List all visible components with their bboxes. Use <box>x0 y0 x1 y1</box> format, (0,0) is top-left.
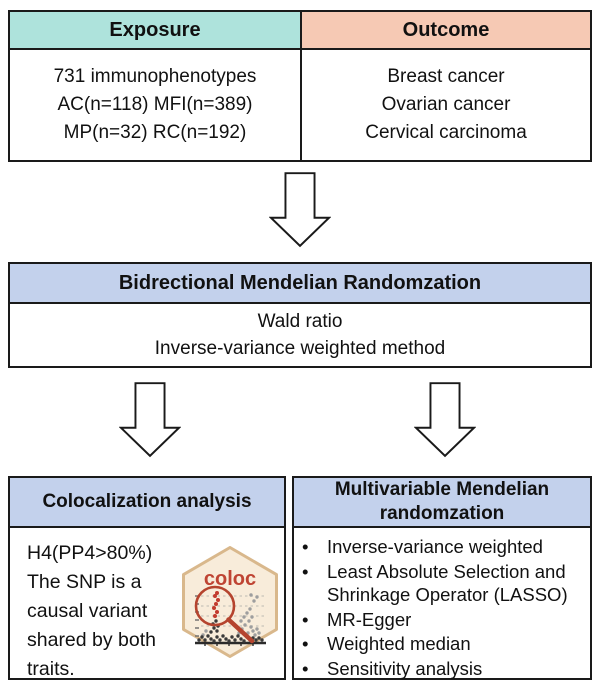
list-item: • Sensitivity analysis <box>302 657 586 681</box>
colocalization-header: Colocalization analysis <box>10 478 284 528</box>
down-arrow-icon <box>414 382 476 458</box>
list-item-label: Least Absolute Selection and Shrinkage O… <box>327 560 568 606</box>
list-item-label: Weighted median <box>327 633 471 654</box>
multivariable-mr-box: Multivariable Mendelian randomzation • I… <box>292 476 592 680</box>
bullet-icon: • <box>302 536 309 557</box>
mr-method-line: Inverse-variance weighted method <box>154 338 446 359</box>
list-item-label: Inverse-variance weighted <box>327 536 543 557</box>
exposure-content: 731 immunophenotypes AC(n=118) MFI(n=389… <box>10 50 300 160</box>
bidirectional-mr-box: Bidrectional Mendelian Randomzation Wald… <box>8 262 592 368</box>
outcome-line: Cervical carcinoma <box>365 122 527 143</box>
list-item: • Inverse-variance weighted <box>302 535 586 559</box>
down-arrow-icon <box>119 382 181 458</box>
outcome-line: Breast cancer <box>387 66 505 87</box>
bullet-icon: • <box>302 608 309 630</box>
mr-method-line: Wald ratio <box>257 311 343 332</box>
down-arrow-icon <box>269 172 331 248</box>
list-item: • MR-Egger <box>302 608 586 632</box>
list-item-label: MR-Egger <box>327 608 412 630</box>
bidirectional-mr-content: Wald ratio Inverse-variance weighted met… <box>10 304 590 366</box>
multivariable-mr-list: • Inverse-variance weighted • Least Abso… <box>294 528 590 681</box>
colocalization-content: H4(PP4>80%) The SNP is a causal variant … <box>10 528 284 680</box>
multivariable-mr-header: Multivariable Mendelian randomzation <box>294 478 590 528</box>
bullet-icon: • <box>302 560 309 582</box>
exposure-column: Exposure 731 immunophenotypes AC(n=118) … <box>10 12 300 160</box>
colocalization-box: Colocalization analysis H4(PP4>80%) The … <box>8 476 286 680</box>
list-item: • Weighted median <box>302 632 586 656</box>
exposure-header: Exposure <box>10 12 300 50</box>
outcome-column: Outcome Breast cancer Ovarian cancer Cer… <box>300 12 590 160</box>
bidirectional-mr-header: Bidrectional Mendelian Randomzation <box>10 264 590 304</box>
colocalization-text: H4(PP4>80%) The SNP is a causal variant … <box>27 539 177 684</box>
outcome-header: Outcome <box>302 12 590 50</box>
exposure-line: MP(n=32) RC(n=192) <box>63 122 247 143</box>
coloc-criterion: H4(PP4>80%) <box>27 542 153 564</box>
exposure-line: 731 immunophenotypes <box>53 66 257 87</box>
exposure-line: AC(n=118) MFI(n=389) <box>57 94 253 115</box>
list-item-label: Sensitivity analysis <box>327 657 483 679</box>
outcome-line: Ovarian cancer <box>381 94 511 115</box>
outcome-content: Breast cancer Ovarian cancer Cervical ca… <box>302 50 590 160</box>
exposure-outcome-box: Exposure 731 immunophenotypes AC(n=118) … <box>8 10 592 162</box>
list-item: • Least Absolute Selection and Shrinkage… <box>302 560 586 607</box>
coloc-description: The SNP is a causal variant shared by bo… <box>27 571 157 680</box>
magnifier-icon <box>194 585 236 627</box>
coloc-badge-label: coloc <box>204 568 256 590</box>
bullet-icon: • <box>302 633 309 654</box>
coloc-hex-badge-icon: coloc <box>182 546 278 658</box>
bullet-icon: • <box>302 657 309 679</box>
